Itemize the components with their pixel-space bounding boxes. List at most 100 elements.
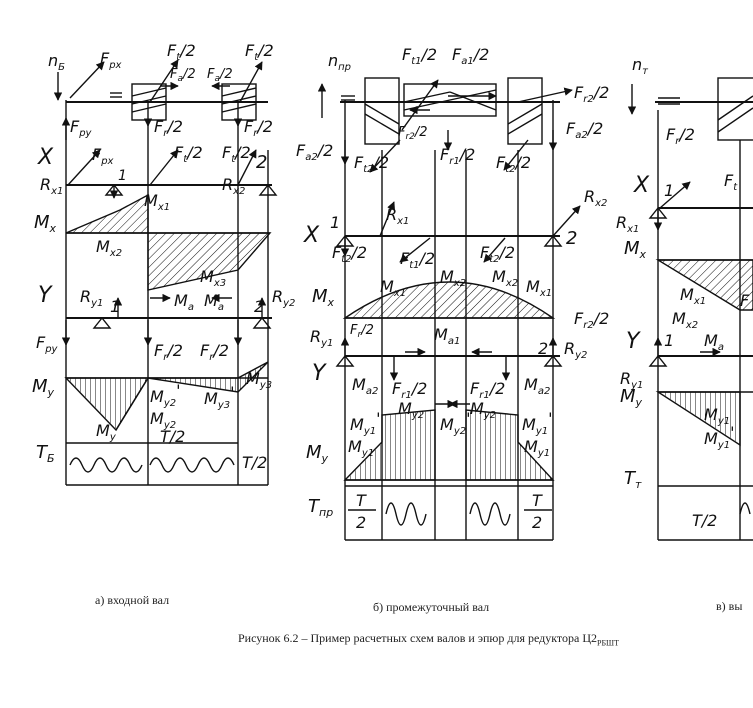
c-t-half: T/2	[692, 511, 717, 530]
b-ry2-label: Ry2	[564, 339, 587, 361]
b-ft2-c-label: Ft2/2	[480, 243, 515, 265]
b-ft2-label: Ft2/2	[354, 153, 389, 175]
b-t-frac-num-2: T	[532, 491, 543, 510]
caption-panel-a: а) входной вал	[95, 593, 170, 607]
c-y-axis-label: Y	[626, 329, 641, 354]
a-mx2-label: Mx2	[96, 237, 122, 259]
c-my1-label: My1	[704, 405, 730, 427]
a-fr2-label-4: Fr/2	[200, 341, 229, 363]
c-my1-prime-label: My1'	[704, 423, 735, 451]
a-fr2-label-2: Fr/2	[244, 117, 273, 139]
panel-a	[53, 59, 278, 486]
b-my1-prime-left-label: My1'	[350, 409, 381, 437]
c-ry1-label: Ry1	[620, 369, 643, 391]
b-fr1-label: Fr1/2	[440, 145, 475, 167]
b-support-2-label: 2	[566, 228, 577, 249]
c-f-cut-label: F	[740, 291, 750, 310]
a-ft2-label-4: Ft/2	[222, 143, 251, 165]
a-ma-label: Ma	[174, 291, 194, 313]
a-fr2-label-1: Fr/2	[154, 117, 183, 139]
a-rx2-label: Rx2	[222, 175, 245, 197]
b-my1-left-label: My1	[348, 437, 374, 459]
b-my-label: My	[306, 442, 329, 465]
b-t-frac-den-2: 2	[532, 513, 542, 532]
b-support-1-label: 1	[330, 213, 340, 232]
a-t-label: TБ	[36, 442, 55, 465]
b-mx1-left-label: Mx1	[380, 277, 406, 299]
a-fpx-label-2: Fpx	[92, 145, 114, 167]
b-ma2-right-label: Ma2	[524, 375, 550, 397]
b-t-frac-den-1: 2	[356, 513, 366, 532]
a-frx-label: Fpx	[100, 49, 122, 71]
caption-panel-c: в) вы	[716, 599, 743, 613]
b-rx1-label: Rx1	[386, 205, 409, 227]
b-rx2-label: Rx2	[584, 187, 607, 209]
b-mx2-right-label: Mx2	[492, 267, 518, 289]
b-fa2-label: Fa2/2	[296, 141, 333, 163]
a-support-2-label: 2	[256, 152, 267, 173]
a-my3-prime-label: My3'	[204, 383, 235, 411]
b-n-label: nпр	[328, 51, 351, 73]
a-mx3-label: Mx3	[200, 267, 226, 289]
panel-c	[627, 77, 753, 541]
c-support-1-label: 1	[664, 181, 674, 200]
c-mx2-label: Mx2	[672, 309, 698, 331]
b-my1-right-label: My1	[524, 437, 550, 459]
a-fpy-label: Fpy	[36, 333, 59, 355]
a-ma-label-2: Ma	[204, 291, 224, 313]
b-my1-prime-right-label: My1'	[522, 409, 553, 437]
b-t-frac-num-1: T	[356, 491, 367, 510]
b-mx1-right-label: Mx1	[526, 277, 552, 299]
b-y-axis-label: Y	[312, 361, 327, 386]
a-t-half-2: T/2	[242, 453, 267, 472]
c-my-label: My	[620, 386, 643, 409]
b-mx-label: Mx	[312, 286, 335, 309]
b-my2-prime-label: My2'	[440, 409, 471, 437]
b-fr2-mid-label: Fr2/2	[398, 125, 428, 142]
b-ft1-label: Ft1/2	[402, 45, 437, 67]
b-fr1y-left-label: Fr1/2	[392, 379, 427, 401]
panel-a-labels: nБ Fpx Ft/2 Ft/2 Fa/2 Fa/2 Fpy Fr/2 Fr/2…	[32, 41, 295, 472]
b-t-label: Tпр	[308, 496, 333, 519]
b-ft2-b-label: Ft2/2	[332, 243, 367, 265]
a-ft2-label-1: Ft/2	[167, 41, 196, 63]
c-mx-label: Mx	[624, 238, 647, 261]
a-fr2-label-3: Fr/2	[154, 341, 183, 363]
b-ft2-right-label: Ft2/2	[496, 153, 531, 175]
a-my2-prime-label: My2'	[150, 381, 181, 409]
panel-c-labels: nт Fr/2 Ft X 1 Rx1 Mx Mx1 Mx2 F Y 1 Ma R…	[616, 55, 750, 530]
b-fr1y-right-label: Fr1/2	[470, 379, 505, 401]
a-rx1-label: Rx1	[40, 175, 63, 197]
a-mx1-label: Mx1	[144, 191, 170, 213]
c-x-axis-label: X	[633, 173, 650, 198]
a-mx-label: Mx	[34, 212, 57, 235]
a-n-label: nБ	[48, 51, 65, 73]
a-ry2-label: Ry2	[272, 287, 295, 309]
b-fr2y-label: Fr2/2	[574, 309, 609, 331]
c-n-label: nт	[632, 55, 649, 77]
a-t-half-1: T/2	[160, 427, 185, 446]
b-mx2-left-label: Mx2	[440, 267, 466, 289]
c-rx1-label: Rx1	[616, 213, 639, 235]
b-support-2y-label: 2	[538, 339, 548, 358]
c-support-1y-label: 1	[664, 331, 674, 350]
b-my2-right-label: My2	[470, 399, 496, 421]
b-ma2-left-label: Ma2	[352, 375, 378, 397]
a-fa2-label-1: Fa/2	[170, 67, 196, 84]
panel-b	[317, 77, 581, 541]
b-fa2-right-label: Fa2/2	[566, 119, 603, 141]
a-support-2y-label: 2	[254, 297, 264, 316]
a-my-bottom-label: My	[96, 421, 117, 443]
panel-b-labels: nпр Ft1/2 Fa1/2 Fr2/2 Fa2/2 Fa2/2 Ft2/2 …	[296, 45, 609, 532]
b-fr2y-left-label: Fr/2	[350, 323, 374, 340]
a-y-axis-label: Y	[38, 283, 53, 308]
c-ft-label: Ft	[724, 171, 738, 193]
c-fr-label: Fr/2	[666, 125, 695, 147]
b-my2-left-label: My2	[398, 399, 424, 421]
c-mx1-label: Mx1	[680, 285, 706, 307]
b-ry1-label: Ry1	[310, 327, 333, 349]
b-ft1-b-label: Ft1/2	[400, 249, 435, 271]
b-fa1-label: Fa1/2	[452, 45, 489, 67]
